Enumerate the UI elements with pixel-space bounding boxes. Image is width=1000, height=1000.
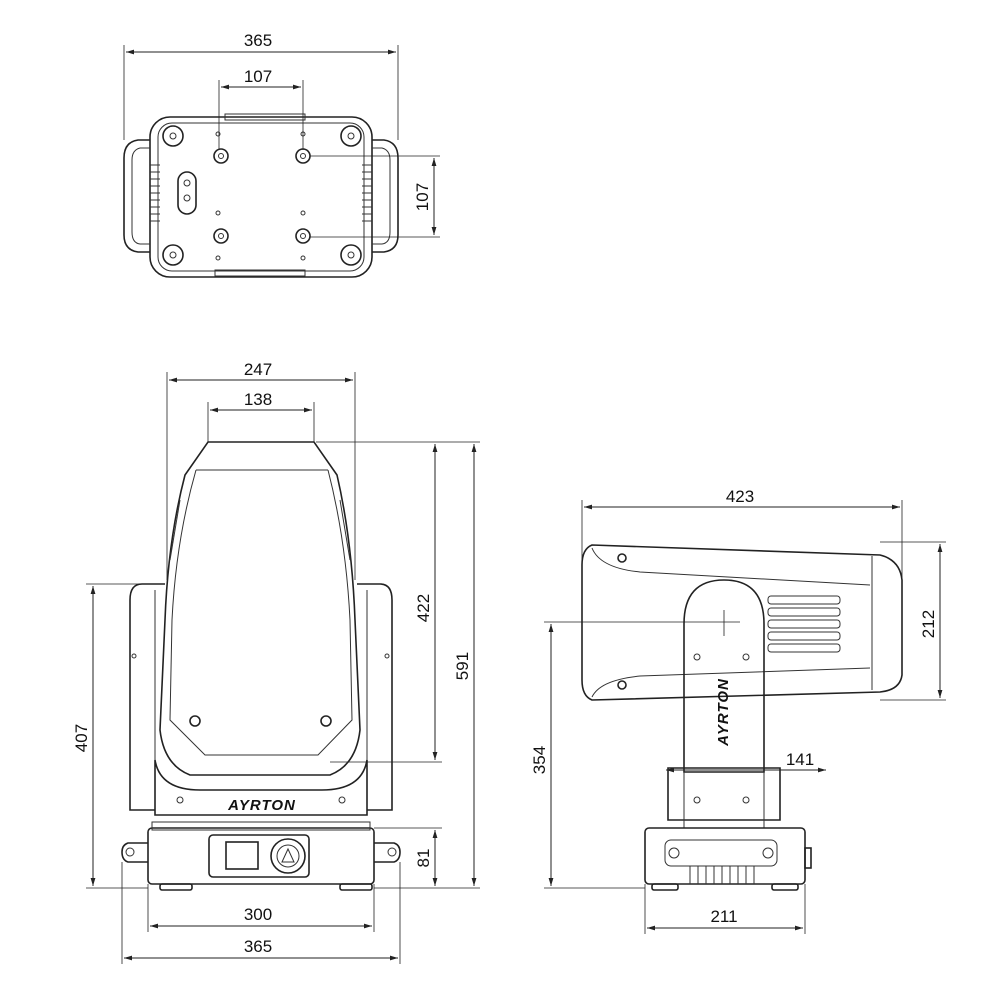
side-view-brand-label: AYRTON [715,678,732,747]
dim-front-overall-width: 365 [244,937,272,956]
side-view: AYRTON 423 212 35 [530,487,946,934]
side-view-cooling-fins [767,595,841,653]
top-view: 365 107 107 [123,31,440,278]
top-view-mounting-holes [213,131,311,261]
front-view: AYRTON 247 138 422 [72,360,480,964]
dim-top-hole-spacing-x: 107 [244,67,272,86]
top-view-body [149,116,373,278]
dim-front-total-height: 591 [453,652,472,680]
top-view-left-handle [123,139,150,253]
dim-side-pivot-height: 354 [530,746,549,774]
dim-side-base-depth: 211 [710,907,737,926]
front-view-display [225,841,259,870]
side-view-head [581,544,903,701]
dim-side-arm-width: 141 [786,750,814,769]
front-view-head [159,441,361,776]
dim-front-base-width: 300 [244,905,272,924]
dim-front-base-height: 81 [414,849,433,868]
front-view-left-arm [129,583,165,811]
front-view-brand-label: AYRTON [227,797,296,814]
dim-top-width: 365 [244,31,272,50]
dim-front-head-width: 247 [244,360,272,379]
top-view-slot [177,171,197,215]
front-view-control-panel [208,834,310,878]
front-view-encoder-knob [270,838,306,874]
front-view-right-arm [357,583,393,811]
front-view-base [147,827,375,885]
dim-front-head-height: 422 [414,594,433,622]
dim-side-head-length: 423 [726,487,754,506]
dim-front-yoke-height: 407 [72,724,91,752]
dim-side-head-height: 212 [919,610,938,638]
dim-front-lens-width: 138 [244,390,272,409]
top-view-feet [162,125,362,266]
side-view-base [644,827,806,885]
top-view-right-handle [372,139,399,253]
dim-top-hole-spacing-y: 107 [413,183,432,211]
side-view-arm [683,579,765,773]
